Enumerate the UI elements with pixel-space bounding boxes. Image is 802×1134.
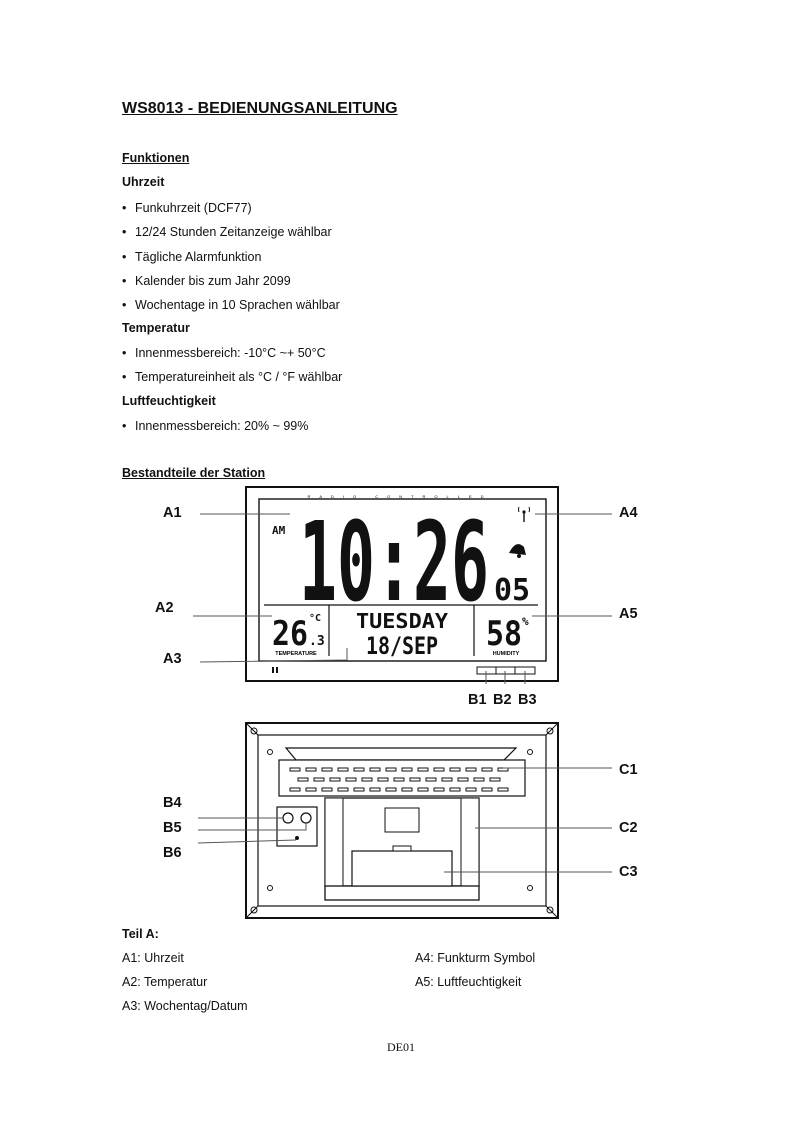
front-view-diagram: RADIO CONTROLLED AM 10:26 05 26 .3 °C TE… (193, 486, 612, 684)
part-a-item: A5: Luftfeuchtigkeit (415, 975, 522, 989)
hanging-slot (278, 747, 526, 797)
label-b4: B4 (163, 795, 182, 811)
weekday-display: TUESDAY (356, 609, 448, 633)
label-a3: A3 (163, 651, 182, 667)
label-a1: A1 (163, 505, 182, 521)
lcd-panel (258, 498, 547, 662)
alarm-bell-icon (509, 544, 526, 558)
time-display: 10:26 (299, 498, 489, 626)
label-c2: C2 (619, 820, 638, 836)
part-a-item: A2: Temperatur (122, 975, 208, 989)
label-b1: B1 (468, 692, 487, 708)
list-item: Funkuhrzeit (DCF77) (122, 200, 340, 224)
label-a2: A2 (155, 600, 174, 616)
components-heading: Bestandteile der Station (122, 466, 266, 480)
temperature-label: TEMPERATURE (275, 651, 317, 657)
label-b6: B6 (163, 845, 182, 861)
list-item: Innenmessbereich: -10°C ~+ 50°C (122, 345, 342, 369)
humidity-unit: % (522, 615, 529, 628)
battery-compartment (351, 845, 453, 887)
label-b2: B2 (493, 692, 512, 708)
radio-tower-icon (518, 506, 530, 522)
list-item: Tägliche Alarmfunktion (122, 249, 340, 273)
temperature-unit: °C (309, 613, 321, 624)
label-c1: C1 (619, 762, 638, 778)
list-item: Wochentage in 10 Sprachen wählbar (122, 297, 340, 321)
button-strip (476, 666, 536, 675)
temperature-heading: Temperatur (122, 321, 190, 335)
temperature-feature-list: Innenmessbereich: -10°C ~+ 50°C Temperat… (122, 345, 342, 394)
part-a-heading: Teil A: (122, 927, 159, 941)
seconds-display: 05 (494, 573, 530, 608)
part-a-item: A3: Wochentag/Datum (122, 999, 248, 1013)
humidity-value: 58 (486, 614, 522, 654)
temperature-value: 26 (272, 614, 308, 654)
time-heading: Uhrzeit (122, 175, 165, 189)
features-heading: Funktionen (122, 151, 190, 165)
label-c3: C3 (619, 864, 638, 880)
label-a5: A5 (619, 606, 638, 622)
page-title: WS8013 - BEDIENUNGSANLEITUNG (122, 100, 398, 117)
part-a-item: A4: Funkturm Symbol (415, 951, 536, 965)
label-b5: B5 (163, 820, 182, 836)
humidity-heading: Luftfeuchtigkeit (122, 394, 216, 408)
label-b3: B3 (518, 692, 537, 708)
humidity-label: HUMIDITY (493, 651, 520, 657)
list-item: Kalender bis zum Jahr 2099 (122, 273, 340, 297)
list-item: 12/24 Stunden Zeitanzeige wählbar (122, 224, 340, 248)
page-number: DE01 (387, 1040, 415, 1054)
humidity-feature-list: Innenmessbereich: 20% ~ 99% (122, 418, 308, 442)
radio-controlled-header: RADIO CONTROLLED (307, 494, 492, 499)
time-feature-list: Funkuhrzeit (DCF77) 12/24 Stunden Zeitan… (122, 200, 340, 321)
part-a-item: A1: Uhrzeit (122, 951, 184, 965)
am-indicator: AM (272, 524, 286, 537)
temperature-decimal: .3 (309, 634, 325, 649)
date-display: 18/SEP (366, 632, 438, 660)
list-item: Temperatureinheit als °C / °F wählbar (122, 369, 342, 393)
label-a4: A4 (619, 505, 638, 521)
back-view-diagram (197, 722, 612, 919)
list-item: Innenmessbereich: 20% ~ 99% (122, 418, 308, 442)
